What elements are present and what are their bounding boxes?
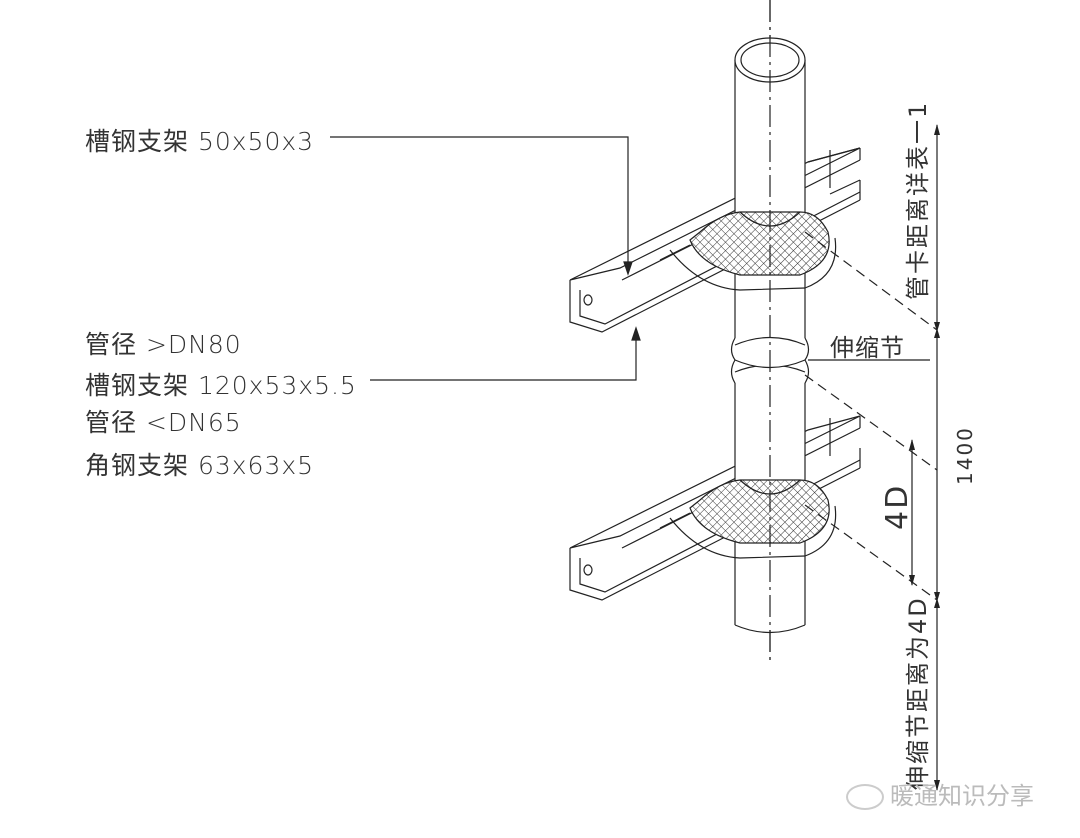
label-angle-steel: 角钢支架 63x63x5 bbox=[85, 451, 315, 480]
upper-pipe-clamp bbox=[659, 211, 837, 291]
clamp-spacing-note: 管卡距离详表一1 bbox=[904, 100, 932, 300]
label-channel-large: 槽钢支架 120x53x5.5 bbox=[85, 371, 357, 400]
watermark-text: 暖通知识分享 bbox=[890, 782, 1034, 810]
lower-pipe-clamp bbox=[659, 479, 837, 559]
label-pipe-gt-dn80: 管径 >DN80 bbox=[85, 330, 242, 359]
watermark: 暖通知识分享 bbox=[846, 776, 1034, 811]
label-channel-small: 槽钢支架 50x50x3 bbox=[85, 127, 315, 156]
leader-channel-small bbox=[330, 136, 629, 272]
label-pipe-lt-dn65: 管径 <DN65 bbox=[85, 408, 242, 437]
leader-channel-large bbox=[370, 330, 637, 381]
joint-spacing-note: 伸缩节距离为4D bbox=[904, 596, 932, 790]
dimension-total: 1400 bbox=[953, 426, 977, 485]
dimension-4d: 4D bbox=[880, 483, 915, 530]
wechat-icon bbox=[846, 784, 884, 810]
label-expansion-joint: 伸缩节 bbox=[830, 334, 905, 362]
